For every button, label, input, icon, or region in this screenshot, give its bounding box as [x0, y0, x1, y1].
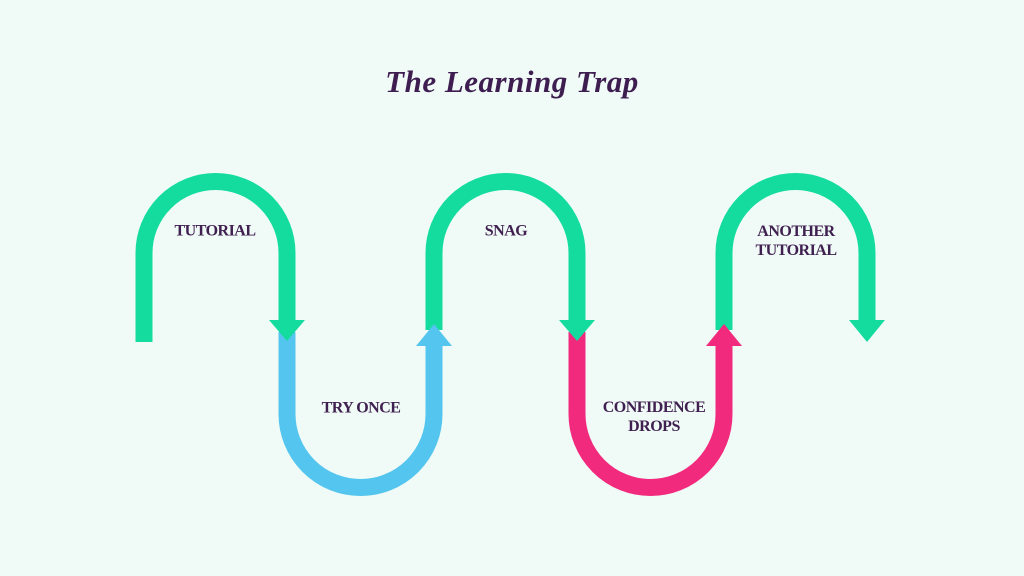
arrow-up-icon-confidence-drops	[706, 324, 742, 346]
flow-u-confidence-drops	[568, 332, 733, 496]
step-label-tutorial: TUTORIAL	[174, 222, 256, 240]
step-label-another-tutorial: ANOTHER TUTORIAL	[755, 222, 837, 259]
flow-arch-another-tutorial	[715, 173, 876, 330]
arrow-down-icon-another-tutorial	[849, 320, 885, 342]
page-title: The Learning Trap	[385, 64, 639, 99]
step-label-try-once: TRY ONCE	[321, 399, 401, 417]
step-label-snag: SNAG	[484, 222, 528, 240]
flow-arch-snag	[425, 173, 586, 330]
arrow-down-icon-tutorial	[269, 320, 305, 341]
flow-arch-tutorial	[135, 173, 296, 342]
arrow-up-icon-try-once	[416, 324, 452, 346]
arrow-down-icon-snag	[559, 320, 595, 341]
step-label-confidence-drops: CONFIDENCE DROPS	[602, 398, 706, 435]
flow-u-try-once	[278, 332, 443, 496]
